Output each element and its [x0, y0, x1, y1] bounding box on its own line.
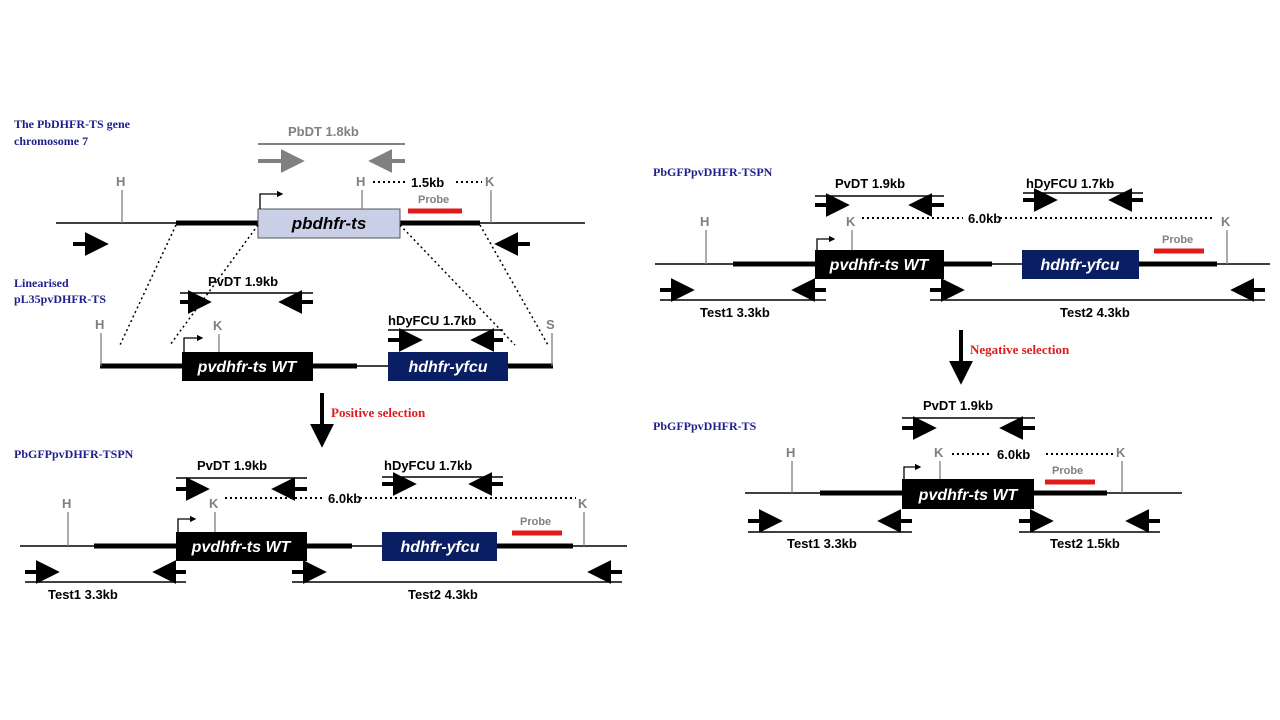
left-tspn-pvdhfr-label: pvdhfr-ts WT [191, 539, 292, 556]
left-test2-label: Test2 4.3kb [408, 587, 478, 602]
right-tspn-title: PbGFPpvDHFR-TSPN [653, 165, 773, 179]
right-ts-pvdhfr-box [902, 479, 1034, 509]
right-tspn-pvdhfr-label: pvdhfr-ts WT [829, 257, 930, 274]
promoter-arrow [259, 190, 284, 209]
hdyfcu-label: hDyFCU 1.7kb [388, 313, 476, 328]
construct-title-line2: pL35pvDHFR-TS [14, 292, 106, 306]
left-tspn-hdhfr-label: hdhfr-yfcu [400, 539, 479, 556]
left-tspn-site-k1: K [209, 496, 219, 511]
linearised-construct: Linearised pL35pvDHFR-TS PvDT 1.9kb hDyF… [14, 274, 555, 448]
left-tspn-site-k2: K [578, 496, 588, 511]
left-tspn-hdyfcu-label: hDyFCU 1.7kb [384, 458, 472, 473]
probe-label: Probe [418, 194, 449, 206]
right-tspn-site-h: H [700, 214, 709, 229]
right-tspn-locus: PbGFPpvDHFR-TSPN PvDT 1.9kb hDyFCU 1.7kb… [653, 165, 1270, 385]
left-tspn-pvdhfr-box [176, 532, 307, 561]
right-tspn-promoter-arrow [816, 235, 836, 250]
right-ts-probe-label: Probe [1052, 465, 1083, 477]
left-test1-label: Test1 3.3kb [48, 587, 118, 602]
right-ts-site-k2: K [1116, 445, 1126, 460]
pbdhfr-ts-box [257, 208, 401, 239]
dist-1-5kb: 1.5kb [411, 175, 444, 190]
hdhfr-yfcu-label: hdhfr-yfcu [408, 359, 487, 376]
pvdhfr-ts-label: pvdhfr-ts WT [197, 359, 298, 376]
right-ts-promoter-arrow [903, 463, 922, 479]
site-k2: K [213, 318, 223, 333]
right-tspn-pvdhfr-box [815, 250, 944, 279]
right-tspn-site-k2: K [1221, 214, 1231, 229]
construct-title-line1: Linearised [14, 276, 69, 290]
right-tspn-hdyfcu-label: hDyFCU 1.7kb [1026, 176, 1114, 191]
site-k1: K [485, 174, 495, 189]
pbdhfr-ts-locus: The PbDHFR-TS gene chromosome 7 PbDT 1.8… [14, 117, 585, 346]
right-tspn-dist: 6.0kb [968, 211, 1001, 226]
right-ts-pvdhfr-label: pvdhfr-ts WT [918, 487, 1019, 504]
left-tspn-hdhfr-box [382, 532, 497, 561]
right-ts-dist: 6.0kb [997, 447, 1030, 462]
right-tspn-pvdt-label: PvDT 1.9kb [835, 176, 905, 191]
site-s: S [546, 317, 555, 332]
pvdhfr-ts-box [182, 352, 313, 381]
right-ts-locus: PbGFPpvDHFR-TS PvDT 1.9kb 6.0kb pvdhfr-t… [653, 398, 1182, 551]
left-tspn-locus: PbGFPpvDHFR-TSPN PvDT 1.9kb hDyFCU 1.7kb… [14, 447, 627, 602]
left-tspn-site-h: H [62, 496, 71, 511]
locus-title-line2: chromosome 7 [14, 134, 88, 148]
right-tspn-site-k1: K [846, 214, 856, 229]
hdhfr-yfcu-box [388, 352, 508, 381]
right-ts-test1-label: Test1 3.3kb [787, 536, 857, 551]
right-tspn-hdhfr-box [1022, 250, 1139, 279]
pvdt-label: PvDT 1.9kb [208, 274, 278, 289]
right-ts-site-k1: K [934, 445, 944, 460]
positive-selection-label: Positive selection [331, 405, 426, 420]
left-tspn-title: PbGFPpvDHFR-TSPN [14, 447, 134, 461]
site-h1: H [116, 174, 125, 189]
left-tspn-dist: 6.0kb [328, 491, 361, 506]
locus-title-line1: The PbDHFR-TS gene [14, 117, 131, 131]
left-tspn-promoter-arrow [177, 515, 197, 532]
pbdt-label: PbDT 1.8kb [288, 124, 359, 139]
right-ts-test2-label: Test2 1.5kb [1050, 536, 1120, 551]
construct-promoter-arrow [183, 334, 204, 352]
site-h2: H [356, 174, 365, 189]
right-tspn-probe-label: Probe [1162, 234, 1193, 246]
right-ts-title: PbGFPpvDHFR-TS [653, 419, 757, 433]
crossover-line-1 [119, 224, 177, 346]
left-tspn-pvdt-label: PvDT 1.9kb [197, 458, 267, 473]
pbdhfr-ts-label: pbdhfr-ts [291, 214, 367, 233]
site-h3: H [95, 317, 104, 332]
right-ts-site-h: H [786, 445, 795, 460]
right-ts-pvdt-label: PvDT 1.9kb [923, 398, 993, 413]
negative-selection-label: Negative selection [970, 342, 1070, 357]
right-test2-label: Test2 4.3kb [1060, 305, 1130, 320]
left-tspn-probe-label: Probe [520, 516, 551, 528]
right-tspn-hdhfr-label: hdhfr-yfcu [1040, 257, 1119, 274]
right-test1-label: Test1 3.3kb [700, 305, 770, 320]
